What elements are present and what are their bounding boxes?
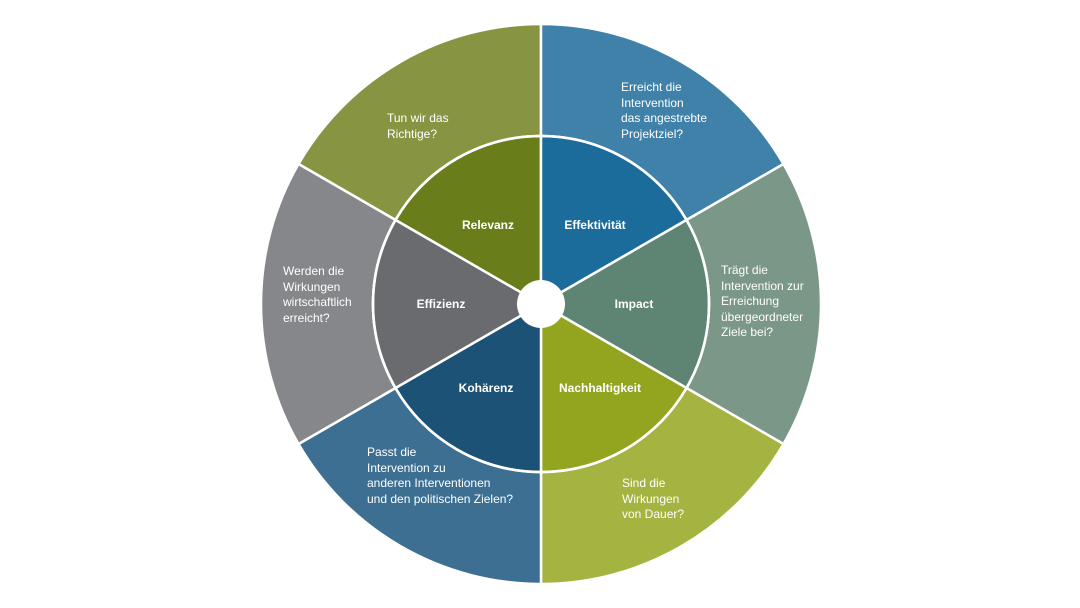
label-relevanz: Relevanz bbox=[462, 218, 514, 232]
label-effektivitaet: Effektivität bbox=[564, 218, 625, 232]
question-effektivitaet: Erreicht die Intervention das angestrebt… bbox=[621, 80, 751, 142]
question-relevanz: Tun wir das Richtige? bbox=[387, 111, 507, 142]
ring-divider bbox=[371, 134, 711, 474]
question-line: Wirkungen bbox=[622, 491, 680, 506]
question-line: Ziele bei? bbox=[721, 325, 774, 339]
question-line: und den politischen Zielen? bbox=[367, 491, 514, 506]
question-effizienz: Werden die Wirkungen wirtschaftlich erre… bbox=[283, 264, 383, 326]
question-line: Richtige? bbox=[387, 126, 438, 141]
question-line: von Dauer? bbox=[622, 507, 685, 521]
outer-ring bbox=[259, 22, 823, 586]
question-line: Wirkungen bbox=[283, 279, 341, 294]
question-line: Intervention zu bbox=[367, 460, 446, 475]
center-hole bbox=[517, 280, 565, 328]
question-line: wirtschaftlich bbox=[283, 295, 352, 309]
question-line: Intervention bbox=[621, 95, 684, 110]
question-line: Intervention zur bbox=[721, 278, 804, 293]
question-line: anderen Interventionen bbox=[367, 476, 491, 490]
question-line: übergeordneter bbox=[721, 309, 804, 324]
inner-ring bbox=[371, 134, 711, 474]
question-impact: Trägt die Intervention zur Erreichung üb… bbox=[721, 263, 831, 341]
question-line: Projektziel? bbox=[621, 126, 684, 141]
question-line: Erreicht die bbox=[621, 80, 682, 94]
question-line: Sind die bbox=[622, 476, 666, 490]
label-effizienz: Effizienz bbox=[417, 297, 466, 311]
question-kohaerenz: Passt die Intervention zu anderen Interv… bbox=[367, 445, 537, 507]
question-line: Erreichung bbox=[721, 294, 780, 308]
question-line: Trägt die bbox=[721, 263, 768, 277]
question-line: erreicht? bbox=[283, 310, 330, 325]
question-line: Tun wir das bbox=[387, 111, 449, 125]
label-kohaerenz: Kohärenz bbox=[459, 381, 514, 395]
label-nachhaltigkeit: Nachhaltigkeit bbox=[559, 381, 641, 395]
question-line: Passt die bbox=[367, 445, 417, 459]
label-impact: Impact bbox=[615, 297, 654, 311]
question-nachhaltigkeit: Sind die Wirkungen von Dauer? bbox=[622, 476, 742, 523]
inner-labels: Relevanz Effektivität Impact Nachhaltigk… bbox=[417, 218, 654, 395]
question-line: das angestrebte bbox=[621, 111, 708, 125]
question-line: Werden die bbox=[283, 264, 345, 278]
